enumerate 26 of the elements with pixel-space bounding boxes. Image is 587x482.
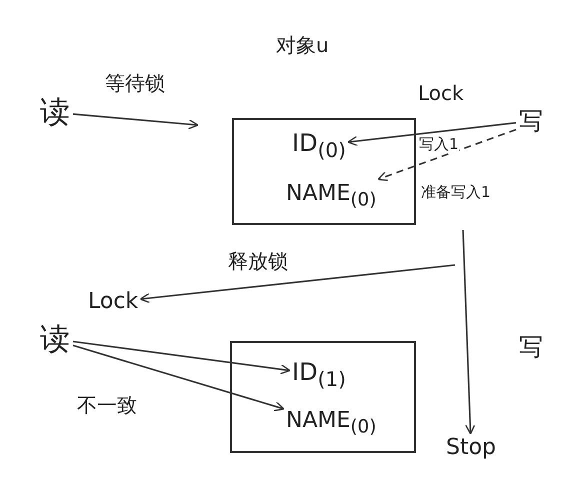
lock-label: Lock	[418, 82, 464, 104]
arrow	[72, 113, 199, 130]
edge-label: 等待锁	[105, 72, 165, 94]
writer-label: 写	[519, 334, 543, 360]
lock-label: Lock	[88, 290, 138, 314]
arrow	[140, 264, 456, 304]
edge-label: 释放锁	[228, 250, 288, 272]
edge-label: 准备写入1	[421, 184, 491, 200]
arrow	[347, 122, 516, 146]
arrow	[462, 230, 476, 435]
reader-label: 读	[40, 323, 70, 356]
reader-label: 读	[40, 96, 70, 129]
arrow	[377, 128, 516, 182]
edge-label: 写入1	[419, 136, 459, 152]
arrow	[72, 344, 285, 412]
writer-label: 写	[519, 108, 543, 134]
field-label: NAME$_{(0)}$	[286, 409, 376, 438]
field-label: ID$_{(1)}$	[292, 359, 346, 390]
arrow	[72, 340, 291, 374]
object-box	[230, 341, 416, 453]
field-label: NAME$_{(0)}$	[286, 182, 376, 211]
title: 对象u	[276, 34, 329, 56]
object-box	[232, 118, 416, 225]
stop-label: Stop	[446, 436, 496, 460]
field-label: ID$_{(0)}$	[292, 130, 346, 161]
note-label: 不一致	[77, 394, 137, 416]
